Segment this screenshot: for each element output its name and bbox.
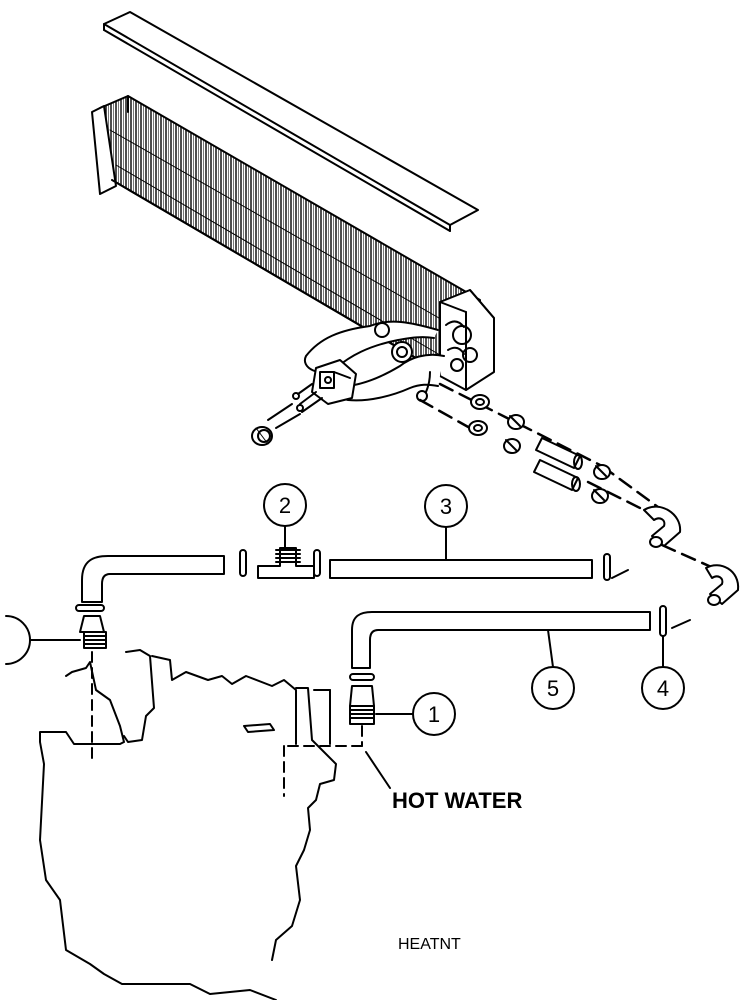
short-hose-upper <box>535 437 583 470</box>
hot-water-label: HOT WATER <box>392 788 522 813</box>
left-partial-callout <box>5 615 81 665</box>
straight-hose <box>329 559 593 579</box>
elbow-hose-upper <box>643 505 682 548</box>
hot-water-leader <box>365 751 391 789</box>
left-elbow-hose <box>81 555 225 603</box>
figure-code: HEATNT <box>398 936 461 953</box>
callout-3-label: 3 <box>440 494 452 519</box>
heater-cover-plate <box>103 11 479 232</box>
ferrule-right <box>313 549 321 577</box>
engine-outline <box>39 649 337 1000</box>
hose-washers <box>468 394 490 436</box>
ferrule-left <box>239 549 247 577</box>
callout-1-label: 1 <box>428 702 440 727</box>
water-valve <box>267 359 357 429</box>
callout-2-label: 2 <box>279 493 291 518</box>
hose-clamps-upper <box>503 414 525 454</box>
dashed-connectors <box>91 651 363 797</box>
hose-clamps-lower <box>591 464 611 504</box>
hot-water-fitting <box>349 673 375 725</box>
ferrule-4 <box>659 605 691 637</box>
tee-fitting <box>257 547 315 579</box>
callout-5-label: 5 <box>547 676 559 701</box>
callout-1 <box>375 692 456 736</box>
callout-2 <box>263 483 307 549</box>
routing-line-upper <box>438 382 720 572</box>
callout-3 <box>424 484 468 561</box>
left-fitting <box>75 604 107 649</box>
callout-4 <box>641 635 685 710</box>
routing-line-lower <box>418 398 642 510</box>
long-elbow-hose <box>351 611 651 669</box>
valve-knob <box>251 426 273 446</box>
callout-4-label: 4 <box>657 676 669 701</box>
short-hose-lower <box>533 459 581 492</box>
elbow-hose-lower <box>705 564 740 606</box>
callout-5 <box>531 629 575 710</box>
ferrule-far <box>603 553 629 581</box>
